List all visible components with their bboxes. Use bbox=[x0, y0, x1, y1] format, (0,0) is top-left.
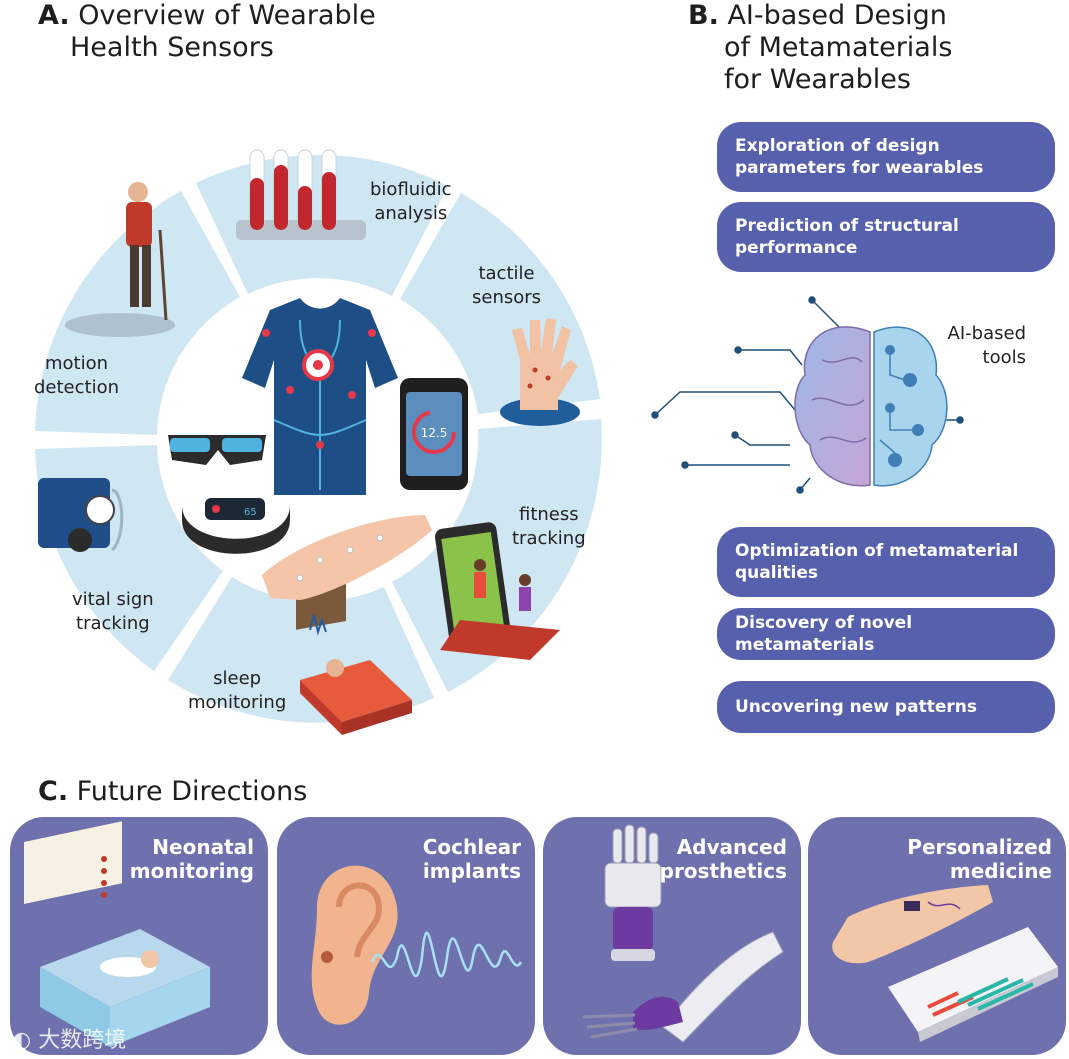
section-c-title: Future Directions bbox=[76, 776, 308, 807]
smartphone-icon: 12.5 bbox=[400, 378, 468, 490]
smart-glasses-icon bbox=[168, 435, 266, 465]
neonatal-incubator-icon bbox=[24, 821, 210, 1047]
ai-brain-icon bbox=[651, 296, 964, 494]
section-b-title-line3: for Wearables bbox=[724, 64, 911, 95]
phone-reading: 12.5 bbox=[421, 426, 448, 440]
band-reading: 65 bbox=[244, 507, 257, 518]
step-discovery: Discovery of novel metamaterials bbox=[717, 608, 1055, 660]
section-b-title-line1: AI-based Design bbox=[727, 0, 947, 31]
section-b-title-line2: of Metamaterials bbox=[724, 32, 953, 63]
section-a-letter: A. bbox=[38, 0, 70, 31]
ear-icon bbox=[311, 865, 523, 1025]
sensor-hand-icon bbox=[262, 515, 432, 600]
section-b-letter: B. bbox=[688, 0, 719, 31]
blood-pressure-monitor-icon bbox=[38, 478, 124, 552]
fitness-phone-icon bbox=[434, 522, 560, 660]
step-uncovering: Uncovering new patterns bbox=[717, 681, 1055, 733]
watermark: ◐ 大数跨境 bbox=[12, 1028, 127, 1053]
tactile-hand-icon bbox=[500, 318, 580, 426]
elderly-person-icon bbox=[65, 182, 175, 337]
robotic-hand-icon bbox=[582, 824, 784, 1043]
section-a-title-line1: Overview of Wearable bbox=[78, 0, 376, 31]
section-a-title-line2: Health Sensors bbox=[70, 32, 274, 63]
fitness-band-icon: 65 bbox=[182, 498, 290, 554]
personalized-medicine-icon bbox=[832, 885, 1058, 1042]
section-c-heading: C. Future Directions bbox=[38, 776, 307, 808]
smart-shirt-icon bbox=[242, 298, 398, 495]
segment-motion bbox=[35, 191, 240, 435]
test-tubes-icon bbox=[236, 149, 366, 240]
section-b-heading: B. AI-based Design of Metamaterials for … bbox=[688, 0, 952, 96]
section-c-letter: C. bbox=[38, 776, 69, 807]
section-a-heading: A. Overview of Wearable Health Sensors bbox=[38, 0, 376, 64]
watermark-logo-icon: ◐ bbox=[12, 1028, 32, 1053]
sensor-wheel: 65 12.5 bbox=[35, 149, 602, 735]
